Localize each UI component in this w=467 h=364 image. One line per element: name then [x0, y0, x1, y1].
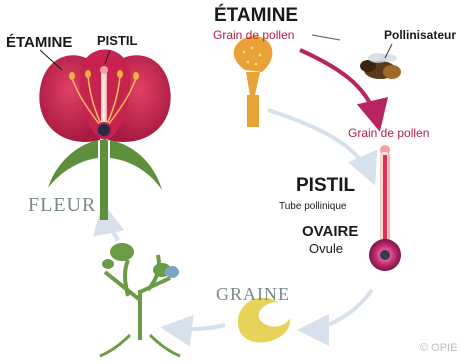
arrow-ovary-to-seed	[305, 290, 372, 330]
label-flower-stamen: ÉTAMINE	[6, 35, 72, 50]
stamen	[234, 35, 340, 127]
seed	[238, 298, 290, 343]
pistil	[369, 145, 401, 271]
label-ovary: OVAIRE	[302, 224, 358, 239]
pollinator	[360, 44, 401, 79]
flower-stem	[100, 140, 108, 220]
watermark: © OPIE	[420, 343, 457, 354]
label-seed: GRAINE	[216, 285, 290, 303]
sepal-right	[110, 140, 162, 190]
label-stamen: ÉTAMINE	[214, 6, 298, 25]
flower-pistil	[101, 70, 107, 130]
flower-ovary	[97, 123, 111, 137]
label-pistil: PISTIL	[296, 176, 355, 195]
label-flower-pistil: PISTIL	[97, 34, 137, 47]
label-flower: FLEUR	[28, 195, 96, 215]
arrow-seed-to-seedling	[168, 325, 225, 329]
label-ovule: Ovule	[309, 242, 343, 255]
sepal-left	[48, 140, 98, 188]
label-pollen-grain-2: Grain de pollen	[348, 127, 429, 139]
arrow-stamen-to-pistil	[268, 110, 372, 178]
label-pollen-tube: Tube pollinique	[279, 202, 346, 212]
label-pollen-grain-1: Grain de pollen	[213, 29, 294, 41]
label-pollinator: Pollinisateur	[384, 29, 456, 41]
seedling	[100, 243, 180, 356]
